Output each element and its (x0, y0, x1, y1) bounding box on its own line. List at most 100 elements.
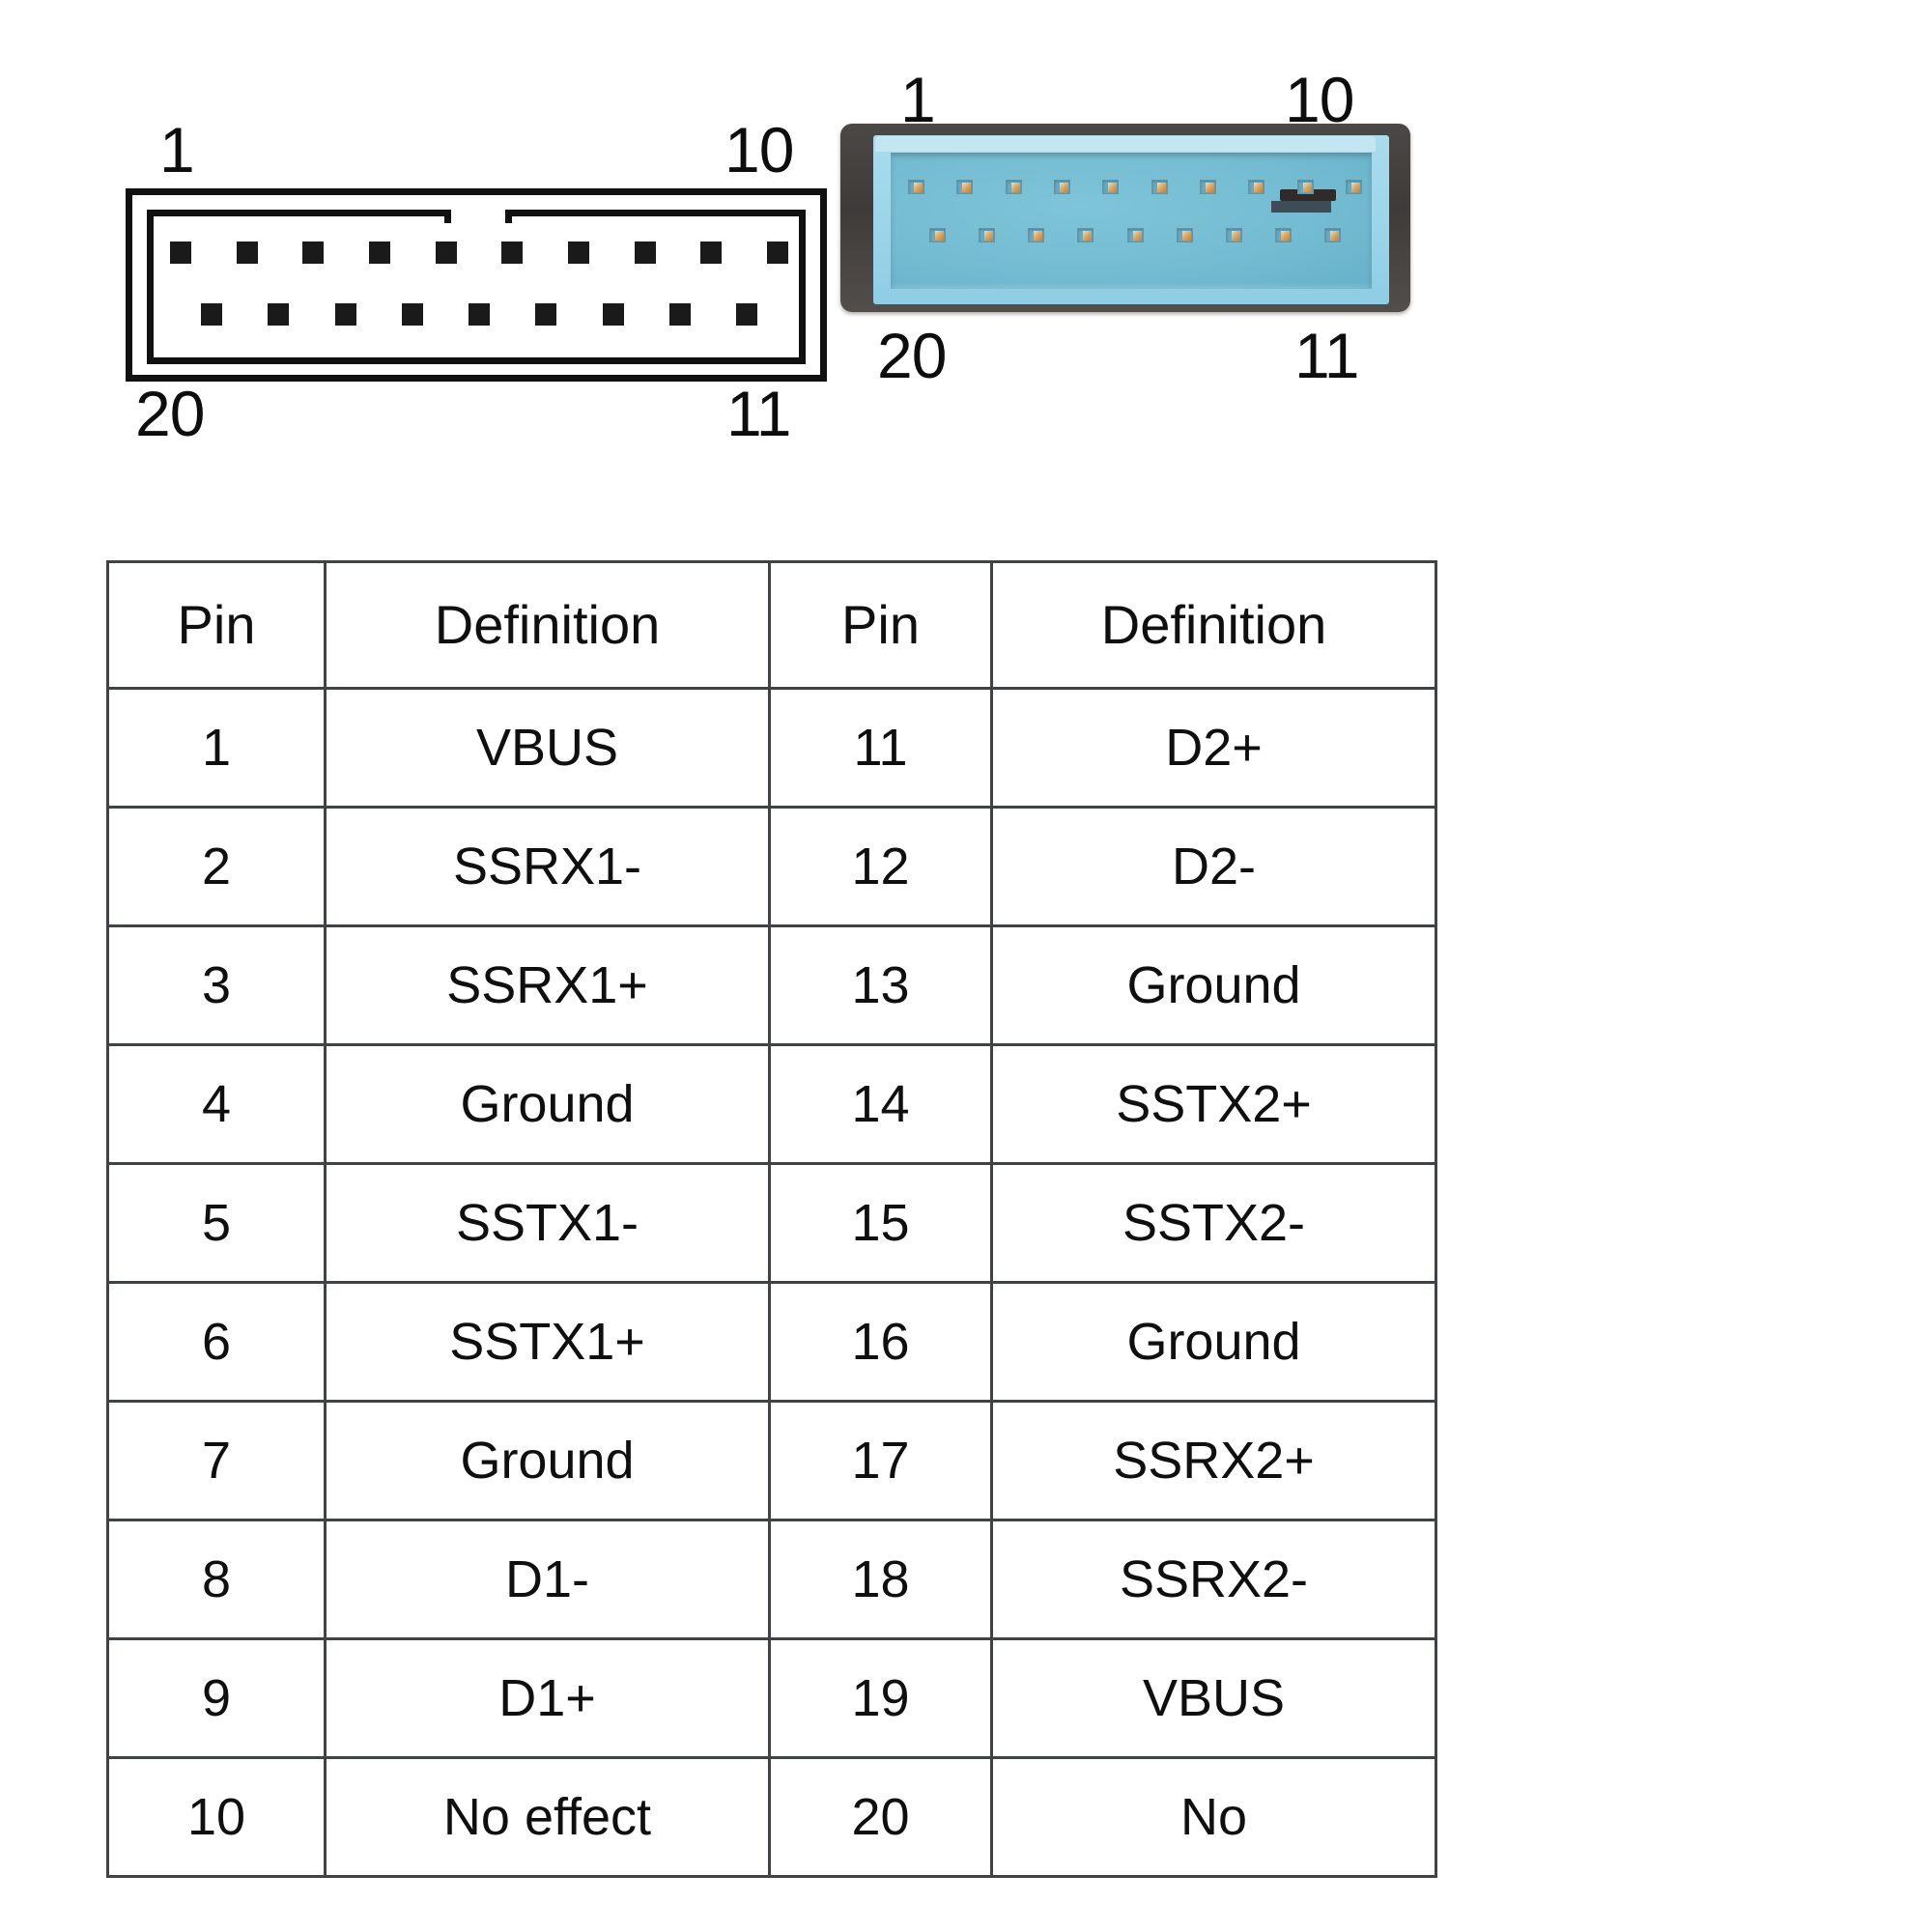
schematic-pin (501, 242, 524, 264)
table-row: 9 D1+ 19 VBUS (106, 1637, 1437, 1759)
photo-pin (1176, 228, 1193, 242)
cell-pin-right: 15 (768, 1162, 993, 1284)
photo-pin (929, 228, 946, 242)
photo-pin (1274, 228, 1292, 242)
photo-pin (1225, 228, 1242, 242)
photo-pin (1248, 180, 1265, 194)
photo-pin (1324, 228, 1341, 242)
schematic-pin (668, 303, 691, 326)
table-row: 5 SSTX1- 15 SSTX2- (106, 1162, 1437, 1284)
table-row: 4 Ground 14 SSTX2+ (106, 1043, 1437, 1165)
photo-pin (1126, 228, 1144, 242)
photo-label-pin11: 11 (1294, 320, 1360, 391)
table-row: 10 No effect 20 No (106, 1756, 1437, 1878)
photo-pin-row-top (908, 180, 1362, 194)
table-header-row: Pin Definition Pin Definition (106, 560, 1437, 690)
schematic-pin (766, 242, 788, 264)
header-definition-right: Definition (990, 560, 1437, 690)
cell-definition-left: Ground (324, 1400, 771, 1521)
schematic-pin (736, 303, 757, 326)
schematic-pin (368, 242, 390, 264)
schematic-pin-grid (170, 242, 788, 348)
cell-pin-right: 13 (768, 924, 993, 1046)
cell-definition-left: D1+ (324, 1637, 771, 1759)
cell-pin-left: 4 (106, 1043, 327, 1165)
schematic-pin (401, 303, 423, 326)
cell-definition-right: SSTX2- (990, 1162, 1437, 1284)
header-pin-right: Pin (768, 560, 993, 690)
cell-definition-right: SSRX2+ (990, 1400, 1437, 1521)
photo-pin (908, 180, 924, 194)
schematic-pin (170, 242, 191, 264)
table-row: 1 VBUS 11 D2+ (106, 687, 1437, 809)
schematic-inner-shell (147, 210, 806, 364)
table-row: 3 SSRX1+ 13 Ground (106, 924, 1437, 1046)
cell-pin-right: 17 (768, 1400, 993, 1521)
table-row: 7 Ground 17 SSRX2+ (106, 1400, 1437, 1521)
table-row: 2 SSRX1- 12 D2- (106, 806, 1437, 927)
cell-pin-right: 11 (768, 687, 993, 809)
cell-definition-left: SSTX1+ (324, 1281, 771, 1403)
cell-pin-left: 2 (106, 806, 327, 927)
cell-definition-left: No effect (324, 1756, 771, 1878)
cell-definition-left: SSRX1- (324, 806, 771, 927)
photo-pin (1199, 180, 1216, 194)
schematic-pin (334, 303, 356, 326)
cell-definition-right: SSRX2- (990, 1519, 1437, 1640)
cell-pin-left: 6 (106, 1281, 327, 1403)
schematic-pin (567, 242, 589, 264)
pinout-table: Pin Definition Pin Definition 1 VBUS 11 … (106, 560, 1437, 1878)
schematic-pin (634, 242, 656, 264)
schematic-label-pin1: 1 (159, 114, 195, 185)
cell-pin-left: 8 (106, 1519, 327, 1640)
schematic-key-notch-walls (444, 210, 512, 223)
photo-pin (979, 228, 996, 242)
photo-label-pin1: 1 (900, 64, 936, 135)
cell-pin-left: 9 (106, 1637, 327, 1759)
schematic-pin (236, 242, 258, 264)
schematic-pin (602, 303, 624, 326)
schematic-label-pin10: 10 (724, 114, 794, 185)
photo-pin (1296, 180, 1314, 194)
cell-definition-right: Ground (990, 1281, 1437, 1403)
schematic-pin (201, 303, 222, 326)
cell-pin-left: 10 (106, 1756, 327, 1878)
photo-pin (1151, 180, 1168, 194)
table-row: 8 D1- 18 SSRX2- (106, 1519, 1437, 1640)
schematic-pin-row-top (170, 242, 788, 265)
photo-pin-row-bottom (908, 228, 1341, 242)
schematic-label-pin11: 11 (726, 378, 792, 449)
cell-definition-left: D1- (324, 1519, 771, 1640)
cell-pin-right: 20 (768, 1756, 993, 1878)
cell-pin-right: 16 (768, 1281, 993, 1403)
photo-key-notch-inner (1271, 201, 1331, 213)
schematic-pin-row-bottom (170, 303, 757, 327)
cell-pin-right: 18 (768, 1519, 993, 1640)
schematic-pin (268, 303, 290, 326)
cell-definition-right: Ground (990, 924, 1437, 1046)
photo-connector-shroud (840, 124, 1410, 312)
schematic-pin (302, 242, 325, 264)
photo-housing-highlight (875, 136, 1376, 152)
cell-definition-left: Ground (324, 1043, 771, 1165)
schematic-pin (435, 242, 457, 264)
cell-pin-right: 19 (768, 1637, 993, 1759)
cell-definition-right: D2- (990, 806, 1437, 927)
cell-pin-left: 7 (106, 1400, 327, 1521)
cell-definition-left: VBUS (324, 687, 771, 809)
cell-pin-left: 3 (106, 924, 327, 1046)
table-row: 6 SSTX1+ 16 Ground (106, 1281, 1437, 1403)
schematic-label-pin20: 20 (135, 378, 205, 449)
photo-pin (1005, 180, 1022, 194)
schematic-pin (469, 303, 490, 326)
cell-pin-right: 14 (768, 1043, 993, 1165)
cell-definition-right: No (990, 1756, 1437, 1878)
header-definition-left: Definition (324, 560, 771, 690)
schematic-connector: 1 10 20 11 (126, 97, 827, 464)
connector-diagrams: 1 10 20 11 (0, 0, 1932, 541)
cell-definition-right: SSTX2+ (990, 1043, 1437, 1165)
photo-label-pin20: 20 (877, 320, 947, 391)
cell-definition-right: VBUS (990, 1637, 1437, 1759)
cell-pin-left: 1 (106, 687, 327, 809)
